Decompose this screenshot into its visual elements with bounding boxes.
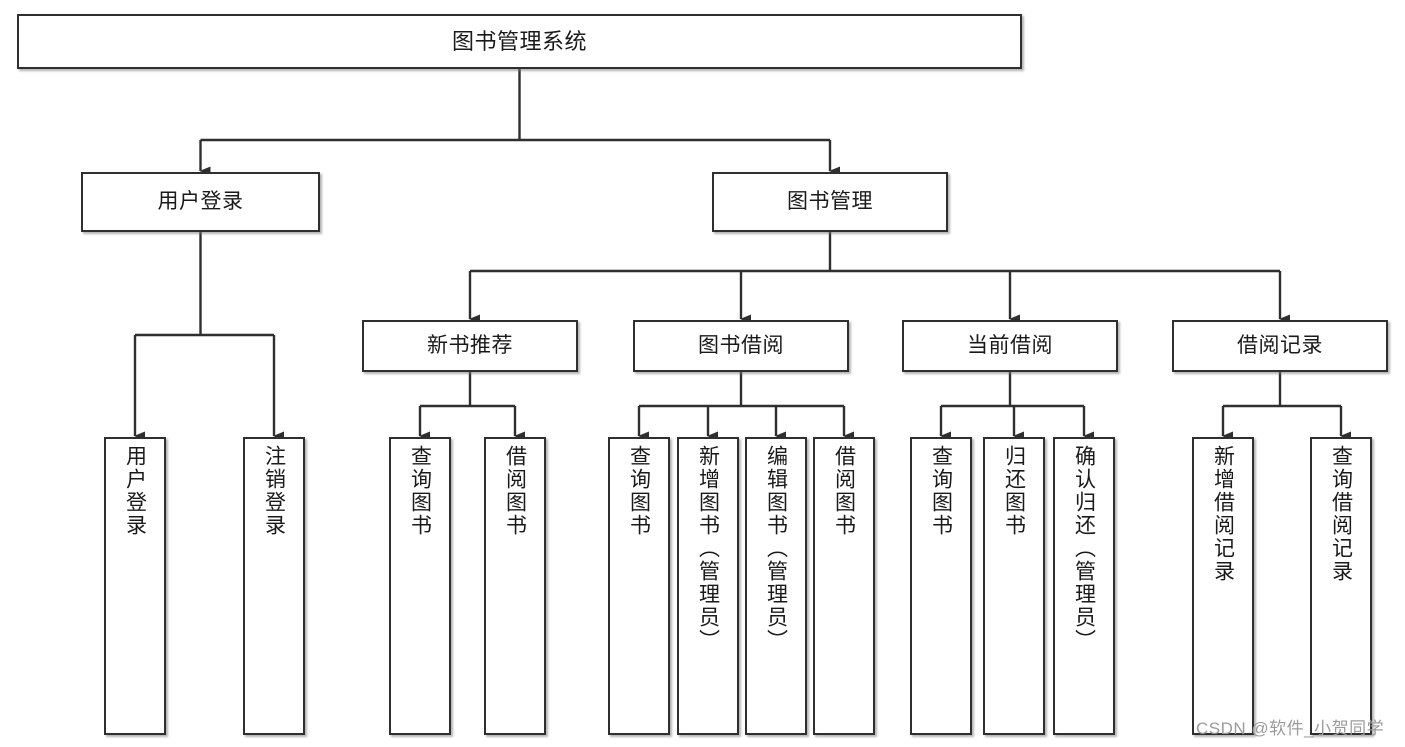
node-label: 新增借阅记录	[1211, 445, 1235, 583]
node-label: 新增图书（管理员）	[696, 445, 720, 652]
node-leaf-br-query[interactable]: 查询借阅记录	[1310, 437, 1372, 735]
node-leaf-cb-query[interactable]: 查询图书	[910, 437, 972, 735]
node-leaf-bb-edit[interactable]: 编辑图书（管理员）	[745, 437, 807, 735]
node-leaf-br-add[interactable]: 新增借阅记录	[1192, 437, 1254, 735]
node-leaf-user-login[interactable]: 用户登录	[104, 437, 166, 735]
node-label: 注销登录	[262, 445, 286, 537]
node-borrow-record[interactable]: 借阅记录	[1172, 320, 1388, 372]
node-leaf-bb-borrow[interactable]: 借阅图书	[813, 437, 875, 735]
node-label: 用户登录	[157, 189, 244, 213]
node-label: 图书管理系统	[451, 28, 587, 54]
edge-group	[133, 69, 1351, 441]
watermark-text: CSDN @软件_小贺同学	[1196, 719, 1385, 738]
node-root[interactable]: 图书管理系统	[17, 14, 1022, 69]
node-label: 借阅图书	[832, 445, 856, 537]
node-leaf-rec-borrow[interactable]: 借阅图书	[484, 437, 546, 735]
node-leaf-rec-query[interactable]: 查询图书	[389, 437, 451, 735]
node-label: 查询图书	[627, 445, 651, 537]
node-new-book-rec[interactable]: 新书推荐	[362, 320, 578, 372]
node-leaf-cb-confirm[interactable]: 确认归还（管理员）	[1053, 437, 1115, 735]
node-leaf-user-logout[interactable]: 注销登录	[243, 437, 305, 735]
node-leaf-bb-add[interactable]: 新增图书（管理员）	[677, 437, 739, 735]
node-leaf-cb-return[interactable]: 归还图书	[983, 437, 1045, 735]
node-label: 借阅记录	[1237, 333, 1323, 357]
node-label: 当前借阅	[967, 333, 1053, 357]
node-user-login[interactable]: 用户登录	[81, 172, 320, 232]
node-label: 确认归还（管理员）	[1072, 445, 1096, 652]
node-label: 图书管理	[787, 189, 873, 213]
node-book-borrow[interactable]: 图书借阅	[633, 320, 849, 372]
node-leaf-bb-query[interactable]: 查询图书	[608, 437, 670, 735]
node-label: 查询借阅记录	[1329, 445, 1353, 583]
node-label: 借阅图书	[503, 445, 527, 537]
node-label: 编辑图书（管理员）	[764, 445, 788, 652]
node-label: 查询图书	[929, 445, 953, 537]
node-book-manage[interactable]: 图书管理	[712, 172, 948, 232]
node-current-borrow[interactable]: 当前借阅	[902, 320, 1118, 372]
node-label: 用户登录	[123, 445, 147, 537]
node-label: 图书借阅	[698, 333, 784, 357]
node-label: 新书推荐	[427, 333, 513, 357]
node-label: 查询图书	[408, 445, 432, 537]
node-label: 归还图书	[1002, 445, 1026, 537]
